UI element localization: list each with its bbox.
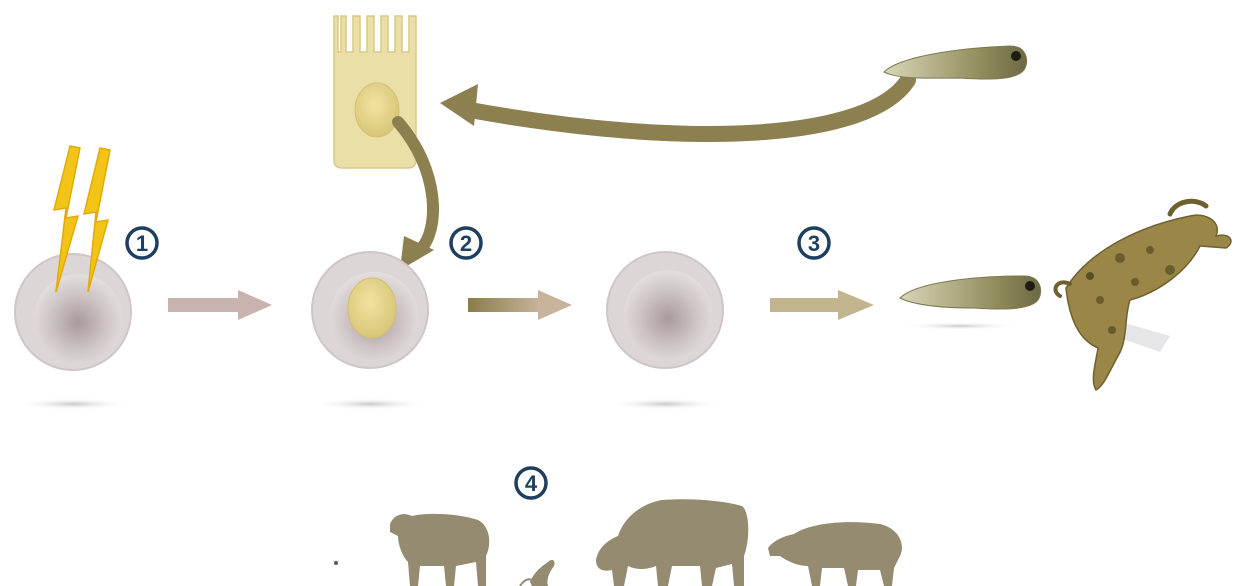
egg-cell-3 xyxy=(607,252,723,410)
frog-icon xyxy=(1055,201,1230,390)
tadpole-icon-2 xyxy=(900,276,1041,330)
egg-3-shadow xyxy=(607,398,723,410)
arrow-egg3-to-tadpole xyxy=(770,290,874,320)
step-4-label: 4 xyxy=(525,471,538,496)
step-3-badge: 3 xyxy=(799,228,829,258)
tadpole-2-eye xyxy=(1025,281,1035,291)
cow-silhouette-icon xyxy=(596,499,748,586)
arrow-tadpole-to-cell xyxy=(440,80,908,134)
tadpole-eye xyxy=(1011,51,1021,61)
tadpole-2-shadow xyxy=(900,322,1020,330)
egg-3-inner xyxy=(624,270,712,358)
intestinal-cell-nucleus xyxy=(355,83,399,137)
sheep-silhouette-icon xyxy=(390,514,489,586)
tadpole-icon xyxy=(884,46,1027,79)
step-3-label: 3 xyxy=(808,231,820,256)
dot-mark xyxy=(334,561,338,565)
step-1-label: 1 xyxy=(136,231,148,256)
step-2-label: 2 xyxy=(460,231,472,256)
pig-silhouette-icon xyxy=(768,522,902,586)
egg-1-inner xyxy=(34,274,122,362)
egg-cell-2 xyxy=(312,252,428,410)
egg-1-shadow xyxy=(15,398,131,410)
step-2-badge: 2 xyxy=(451,228,481,258)
arrow-egg2-to-egg3 xyxy=(468,290,572,320)
egg-cell-1 xyxy=(15,254,131,410)
mouse-silhouette-icon xyxy=(520,560,555,586)
step-1-badge: 1 xyxy=(127,228,157,258)
egg-2-nucleus xyxy=(348,278,396,338)
intestinal-cell-icon xyxy=(334,16,416,168)
arrow-egg1-to-egg2 xyxy=(168,290,272,320)
egg-2-shadow xyxy=(312,398,428,410)
step-4-badge: 4 xyxy=(516,468,546,498)
